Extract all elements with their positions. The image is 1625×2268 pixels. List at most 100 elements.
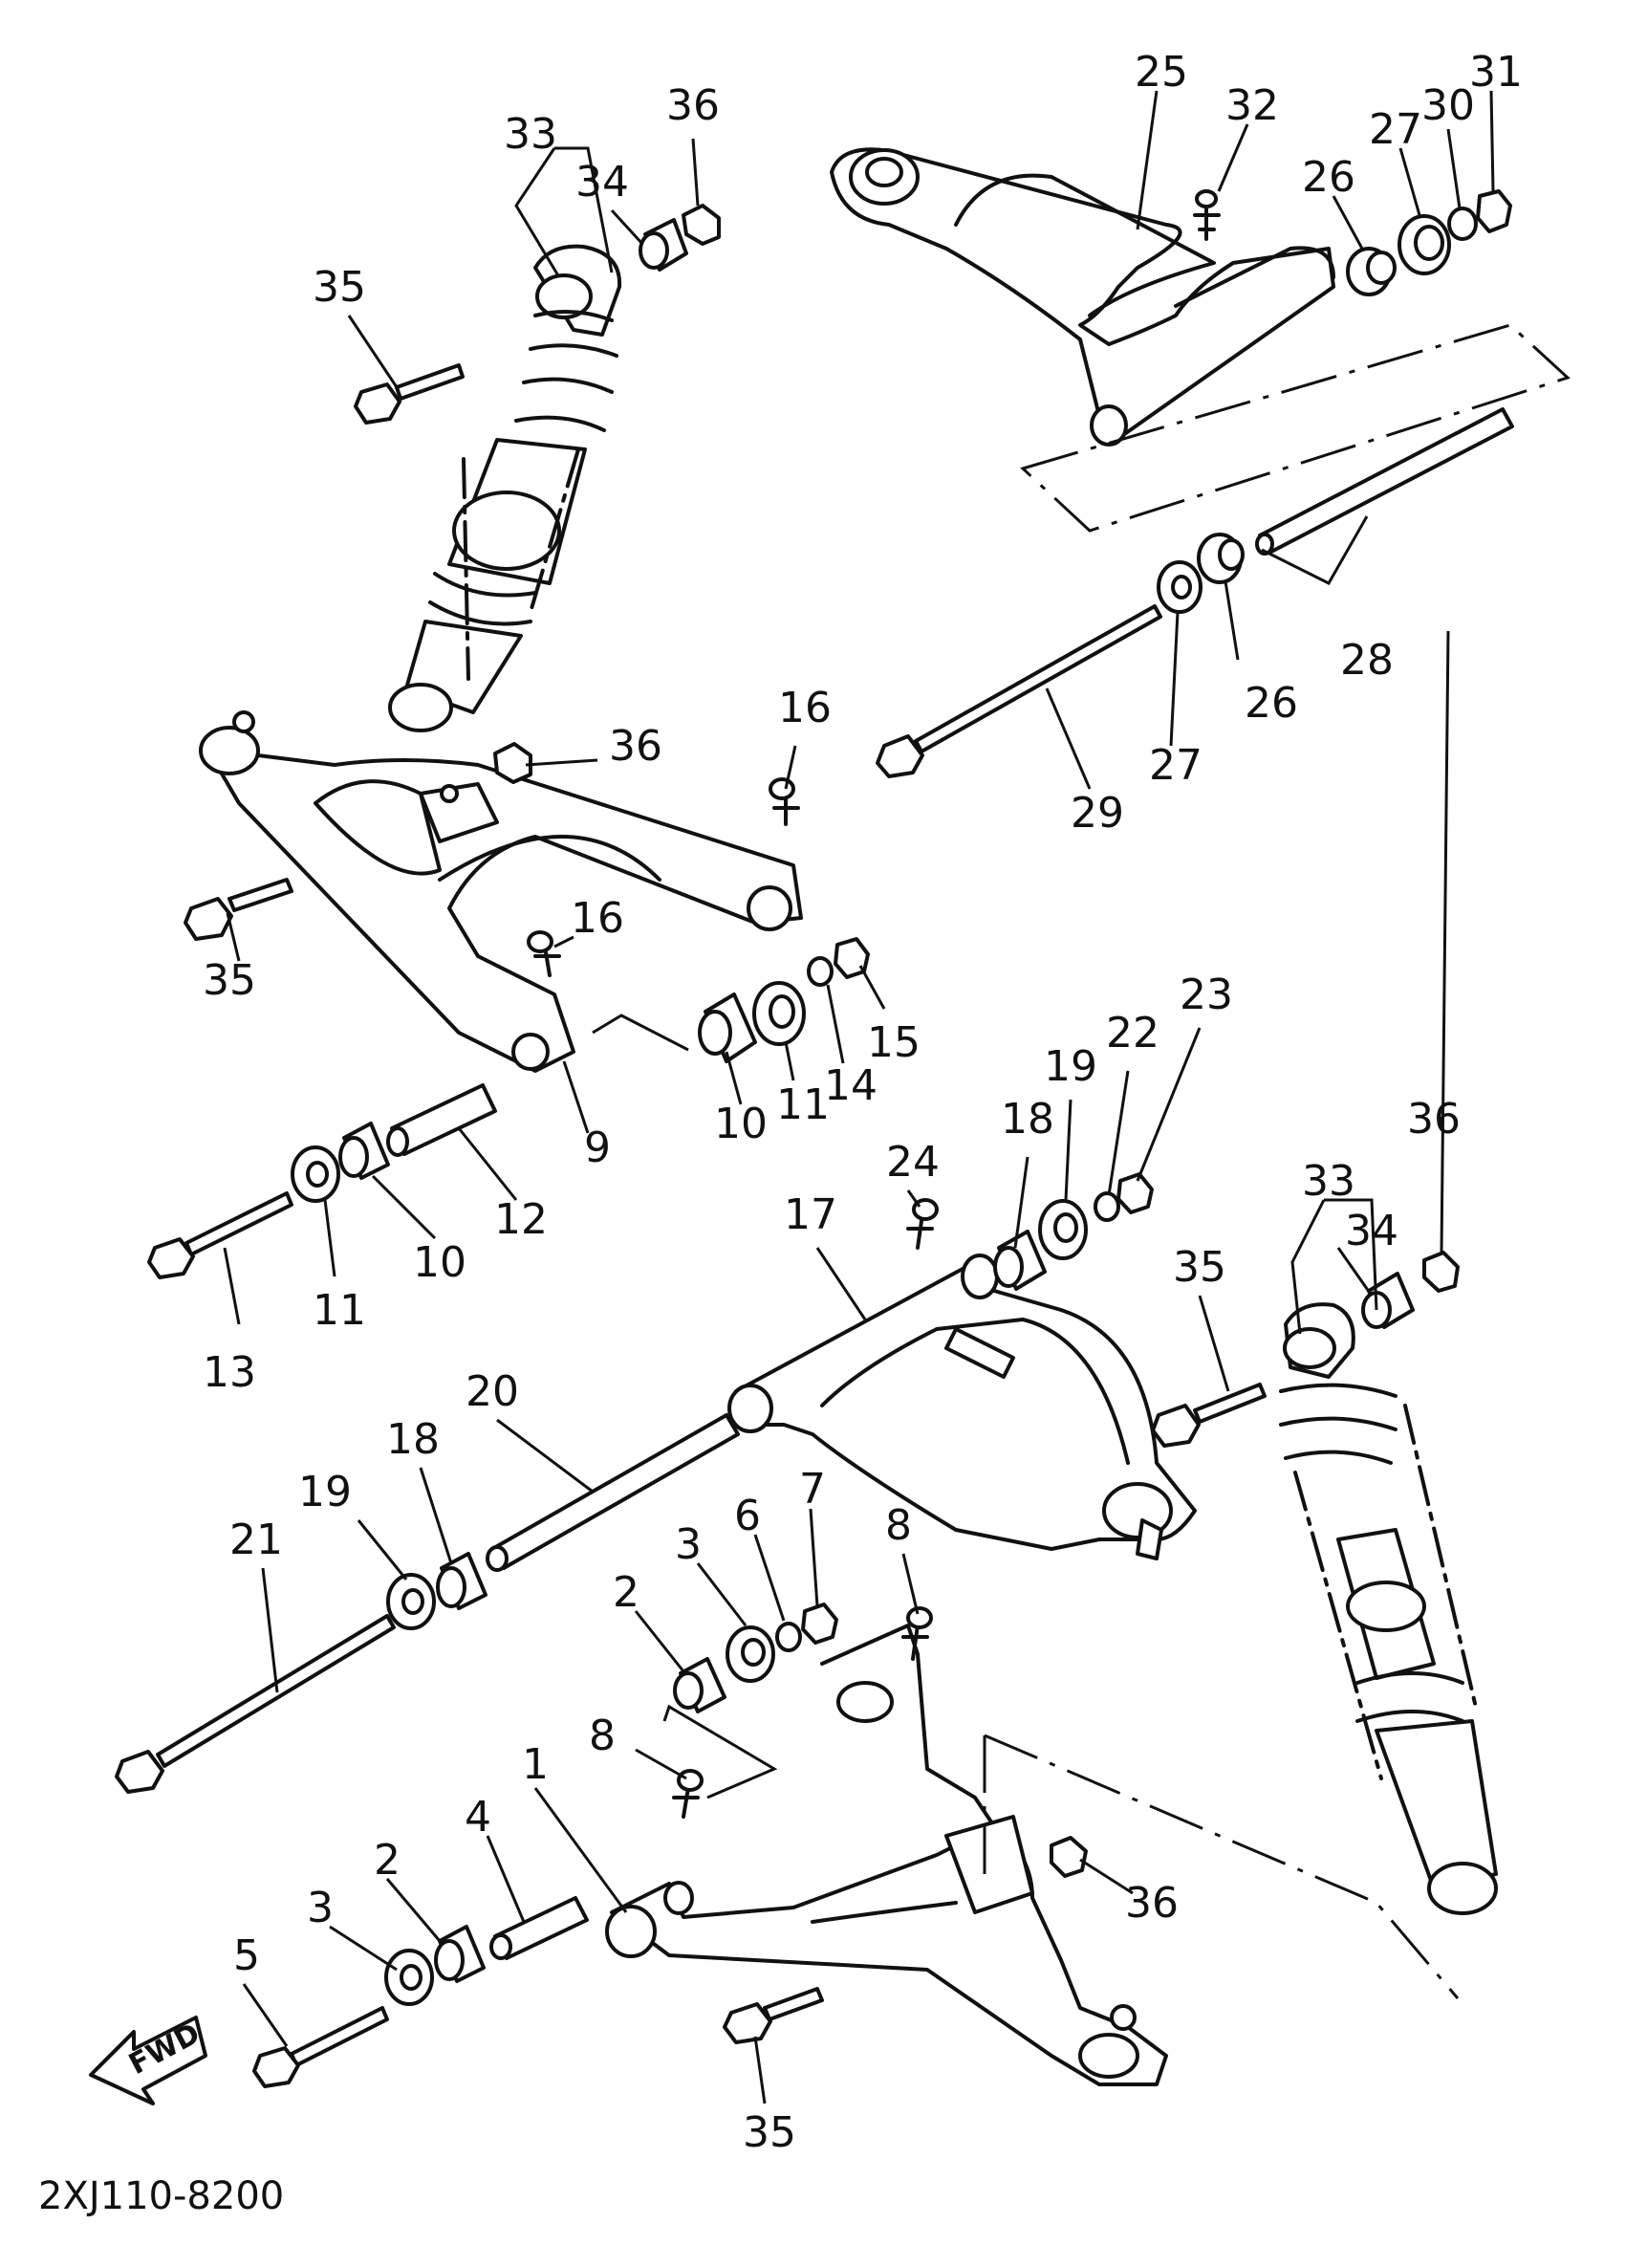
callout-21: 21 xyxy=(229,1516,283,1564)
bushing-2-lower xyxy=(434,1925,486,1983)
callout-22: 22 xyxy=(1106,1009,1159,1058)
fwd-arrow: FWD xyxy=(89,2016,207,2105)
washer-22 xyxy=(1094,1191,1120,1222)
seal-3-lower xyxy=(384,1949,434,2006)
seal-27-upper xyxy=(1398,214,1451,275)
callout-34-lower: 34 xyxy=(1345,1207,1398,1255)
nut-36-upper xyxy=(682,204,721,246)
callout-10-left: 10 xyxy=(413,1238,466,1287)
axis-line-bottom xyxy=(984,1734,1460,1999)
nut-36-middle xyxy=(493,742,532,784)
callout-19-right: 19 xyxy=(1044,1042,1097,1091)
bolt-21 xyxy=(115,1614,396,1794)
callout-35-upper: 35 xyxy=(313,263,366,312)
callout-34-upper: 34 xyxy=(575,158,629,207)
collar-34-lower xyxy=(1361,1272,1415,1329)
bushing-10-right xyxy=(698,992,757,1063)
callout-2-upper: 2 xyxy=(613,1568,639,1617)
callout-33-upper: 33 xyxy=(504,110,557,159)
seal-19-right xyxy=(1038,1199,1088,1260)
nut-36-bottom xyxy=(1050,1836,1088,1878)
upper-arm-right xyxy=(830,147,1335,447)
bolt-5 xyxy=(252,2006,389,2088)
grease-nipple-16-upper xyxy=(769,777,800,826)
seal-27-lower xyxy=(1157,560,1202,614)
bolt-35-bottom xyxy=(723,1987,824,2044)
callout-3-upper: 3 xyxy=(675,1520,702,1569)
callout-36-middle: 36 xyxy=(609,722,662,771)
callout-33-lower: 33 xyxy=(1302,1157,1355,1206)
callout-7: 7 xyxy=(799,1465,826,1514)
nut-23 xyxy=(1116,1172,1154,1214)
shock-absorber-right xyxy=(1279,1302,1498,1915)
callout-16-lower: 16 xyxy=(571,894,624,943)
callout-13: 13 xyxy=(203,1348,256,1397)
callout-25: 25 xyxy=(1135,48,1188,97)
callout-29: 29 xyxy=(1071,789,1124,838)
bracket-9 xyxy=(592,1014,689,1052)
collar-34-upper xyxy=(639,218,688,272)
callout-10-right: 10 xyxy=(714,1100,768,1148)
bolt-35-middle xyxy=(184,878,293,941)
pivot-shaft-28 xyxy=(1255,407,1514,556)
nut-31 xyxy=(1476,189,1512,233)
callout-18-left: 18 xyxy=(386,1415,440,1464)
callout-15: 15 xyxy=(867,1018,921,1067)
lower-arm-left xyxy=(199,710,803,1073)
drawing-code: 2XJ110-8200 xyxy=(38,2174,284,2218)
upper-arm-grease-nipple-32 xyxy=(1193,189,1221,241)
callout-36-upper: 36 xyxy=(666,81,720,130)
lower-arm-bottom xyxy=(605,1624,1168,2086)
callout-8-lower: 8 xyxy=(589,1712,616,1760)
callout-20: 20 xyxy=(466,1367,519,1416)
pivot-shaft-20 xyxy=(486,1413,740,1572)
callout-5: 5 xyxy=(233,1931,260,1980)
seal-19-left xyxy=(386,1573,436,1630)
bushing-26-lower xyxy=(1197,533,1245,584)
callout-27-lower: 27 xyxy=(1149,741,1202,790)
callout-24: 24 xyxy=(886,1138,940,1187)
bolt-29 xyxy=(876,604,1162,778)
bolt-35-right xyxy=(1151,1383,1267,1448)
callout-16-upper: 16 xyxy=(778,684,832,732)
callout-27-upper: 27 xyxy=(1369,105,1422,154)
callout-17: 17 xyxy=(784,1190,837,1239)
bushing-2-upper xyxy=(673,1657,726,1713)
bushing-18-left xyxy=(436,1552,488,1610)
grease-nipple-24 xyxy=(906,1198,939,1250)
bushing-18-right xyxy=(993,1230,1047,1291)
callout-36-bottom: 36 xyxy=(1125,1879,1179,1928)
seal-11-right xyxy=(752,981,806,1046)
callout-4: 4 xyxy=(465,1793,491,1842)
callout-31: 31 xyxy=(1469,48,1523,97)
bolt-13 xyxy=(147,1191,293,1279)
pivot-shaft-12 xyxy=(386,1083,497,1157)
callout-23: 23 xyxy=(1180,970,1233,1019)
shock-absorber-left xyxy=(388,244,622,732)
bracket-1 xyxy=(662,1704,778,1799)
callout-1: 1 xyxy=(522,1740,549,1789)
leader-lines xyxy=(223,90,1495,2104)
grease-nipple-16-lower xyxy=(527,930,561,977)
grease-nipple-8-lower xyxy=(672,1769,704,1819)
bolt-35-upper xyxy=(354,363,465,425)
callout-14: 14 xyxy=(824,1061,878,1110)
axis-line-upper-right xyxy=(1020,323,1571,533)
callouts: 25 32 31 30 27 26 28 27 26 29 33 34 36 3… xyxy=(203,48,1523,2157)
callout-32: 32 xyxy=(1225,81,1279,130)
callout-8-upper: 8 xyxy=(885,1501,912,1550)
nut-36-right xyxy=(1422,1251,1460,1293)
callout-9: 9 xyxy=(584,1123,611,1172)
callout-30: 30 xyxy=(1421,81,1475,130)
callout-11-right: 11 xyxy=(776,1080,830,1129)
callout-18-right: 18 xyxy=(1001,1095,1054,1144)
callout-26-lower: 26 xyxy=(1245,679,1298,728)
bushing-26-upper xyxy=(1346,247,1397,296)
callout-19-left: 19 xyxy=(298,1468,352,1516)
callout-26-upper: 26 xyxy=(1302,153,1355,202)
callout-35-bottom: 35 xyxy=(743,2108,796,2157)
callout-2-lower: 2 xyxy=(374,1836,401,1885)
callout-11-left: 11 xyxy=(313,1286,366,1335)
callout-3-lower: 3 xyxy=(307,1884,334,1932)
